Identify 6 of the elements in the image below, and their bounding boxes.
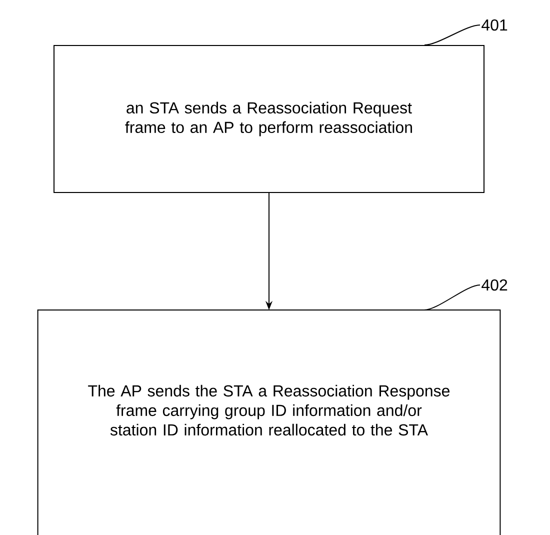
- leader-line: [424, 24, 480, 46]
- process-box: an STA sends a Reassociation Request frame to an AP to perform reassociation: [54, 45, 484, 193]
- process-box: The AP sends the STA a Reassociation Response frame carrying group ID information and/or station ID information reallocated to the STA: [37, 310, 501, 535]
- callout-number: 401: [482, 19, 508, 31]
- leader-line: [424, 284, 480, 310]
- callout-number: 402: [482, 279, 508, 291]
